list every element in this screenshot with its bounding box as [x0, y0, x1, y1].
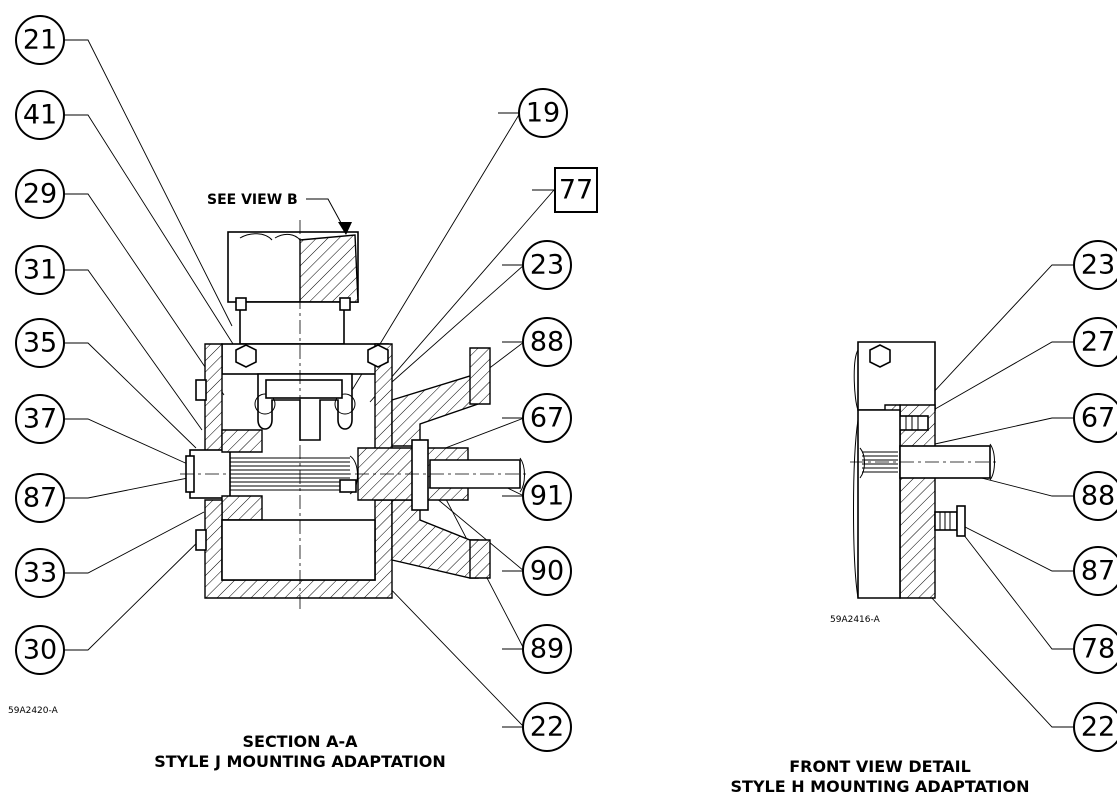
fv-callout-87: 87 [1073, 546, 1117, 596]
callout-23-label: 23 [530, 250, 564, 281]
callout-91: 91 [522, 471, 572, 521]
callout-21-label: 21 [23, 25, 57, 56]
left-drawing-number: 59A2420-A [8, 706, 59, 716]
section-a-a-view: SEE VIEW B 21 41 29 31 35 37 [8, 15, 598, 771]
fv-callout-23-label: 23 [1081, 250, 1115, 281]
callout-37: 37 [15, 394, 65, 444]
callout-33: 33 [15, 548, 65, 598]
left-caption-line1: SECTION A-A [242, 732, 358, 751]
callout-30: 30 [15, 625, 65, 675]
fv-callout-67-label: 67 [1081, 403, 1115, 434]
callout-29-label: 29 [23, 179, 57, 210]
callout-23: 23 [522, 240, 572, 290]
fv-callout-22: 22 [1073, 702, 1117, 752]
callout-88: 88 [522, 317, 572, 367]
callout-31: 31 [15, 245, 65, 295]
fv-callout-88: 88 [1073, 471, 1117, 521]
callout-77: 77 [554, 167, 598, 213]
spline [230, 455, 358, 495]
callout-87-label: 87 [23, 483, 57, 514]
callout-22-label: 22 [530, 712, 564, 743]
see-view-b-label: SEE VIEW B [207, 192, 298, 208]
callout-19: 19 [518, 88, 568, 138]
callout-31-label: 31 [23, 255, 57, 286]
fv-callout-27-label: 27 [1081, 327, 1115, 358]
callout-22: 22 [522, 702, 572, 752]
front-view-drawing [850, 341, 1000, 599]
fv-callout-67: 67 [1073, 393, 1117, 443]
right-caption-line1: FRONT VIEW DETAIL [789, 757, 971, 776]
callout-19-label: 19 [526, 98, 560, 129]
callout-67-label: 67 [530, 403, 564, 434]
callout-87: 87 [15, 473, 65, 523]
fv-callout-78: 78 [1073, 624, 1117, 674]
callout-21: 21 [15, 15, 65, 65]
callout-89-label: 89 [530, 634, 564, 665]
actuator-section-drawing: SEE VIEW B [180, 192, 528, 612]
front-view-detail: 23 27 67 88 87 78 22 59A2416-A FRONT VIE… [731, 240, 1117, 796]
fv-callout-22-label: 22 [1081, 712, 1115, 743]
left-caption-line2: STYLE J MOUNTING ADAPTATION [154, 752, 446, 771]
callout-67: 67 [522, 393, 572, 443]
fv-callout-88-label: 88 [1081, 481, 1115, 512]
callout-41: 41 [15, 90, 65, 140]
callout-41-label: 41 [23, 100, 57, 131]
callout-89: 89 [522, 624, 572, 674]
callout-30-label: 30 [23, 635, 57, 666]
callout-37-label: 37 [23, 404, 57, 435]
right-drawing-number: 59A2416-A [830, 615, 881, 625]
callout-77-label: 77 [559, 175, 593, 206]
fv-callout-87-label: 87 [1081, 556, 1115, 587]
callout-29: 29 [15, 169, 65, 219]
callout-35: 35 [15, 318, 65, 368]
callout-35-label: 35 [23, 328, 57, 359]
callout-88-label: 88 [530, 327, 564, 358]
right-caption-line2: STYLE H MOUNTING ADAPTATION [731, 777, 1030, 796]
callout-33-label: 33 [23, 558, 57, 589]
fv-callout-23: 23 [1073, 240, 1117, 290]
callout-90: 90 [522, 546, 572, 596]
fv-callout-78-label: 78 [1081, 634, 1115, 665]
left-leader-lines [64, 39, 241, 651]
callout-90-label: 90 [530, 556, 564, 587]
callout-91-label: 91 [530, 481, 564, 512]
fv-callout-27: 27 [1073, 317, 1117, 367]
right-leader-lines [339, 112, 555, 728]
